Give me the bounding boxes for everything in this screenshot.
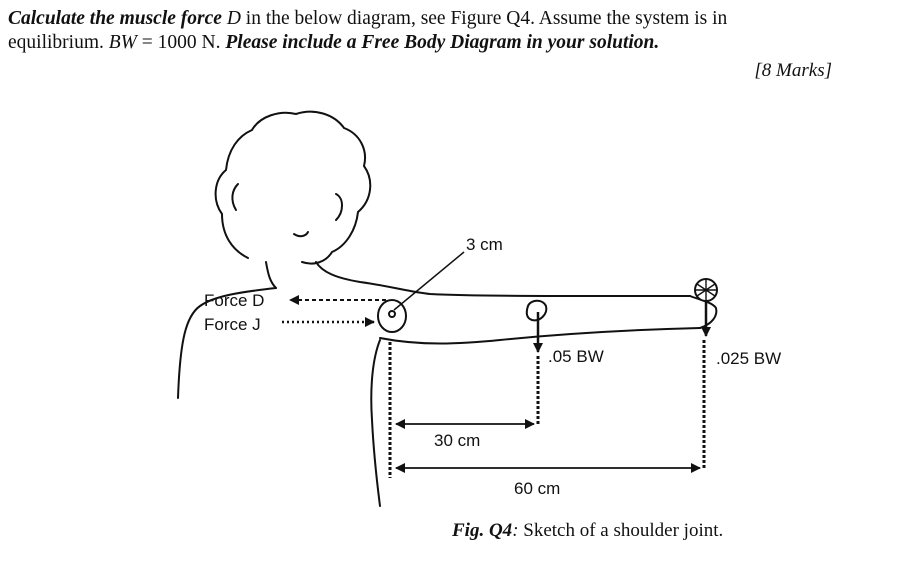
question-line-2: equilibrium. BW = 1000 N. Please include…: [8, 32, 659, 54]
leader-3cm: [393, 251, 465, 311]
label-60cm: 60 cm: [514, 479, 560, 498]
label-force-d: Force D: [204, 291, 264, 310]
question-bold-intro: Calculate the muscle force: [8, 8, 222, 29]
head-outline: [214, 110, 372, 265]
shoulder-joint: [377, 299, 407, 333]
caption-fig-label: Fig. Q4: [452, 520, 513, 541]
torso-side: [370, 339, 381, 507]
label-30cm: 30 cm: [434, 431, 480, 450]
label-3cm: 3 cm: [466, 235, 503, 254]
marks-label: [8 Marks]: [754, 60, 832, 81]
question-line-2-start: equilibrium.: [8, 32, 104, 53]
shoulder-top: [315, 261, 691, 298]
hair-detail: [293, 231, 309, 238]
hair-curl: [231, 183, 239, 211]
shoulder-back: [177, 287, 277, 399]
bw-value: = 1000 N.: [136, 32, 221, 53]
ball-pattern: [695, 279, 717, 301]
variable-d: D: [226, 8, 241, 29]
neck-line: [265, 261, 277, 289]
elbow-joint: [525, 299, 548, 322]
question-line-1: Calculate the muscle force D in the belo…: [8, 8, 727, 30]
ear-outline: [335, 193, 343, 221]
label-ball-weight: .025 BW: [716, 349, 781, 368]
label-force-j: Force J: [204, 315, 261, 334]
arm-lower-edge: [379, 327, 701, 345]
caption-text: Sketch of a shoulder joint.: [518, 520, 724, 541]
question-line-1-rest: in the below diagram, see Figure Q4. Ass…: [245, 8, 728, 29]
question-fbd-instruction: Please include a Free Body Diagram in yo…: [225, 32, 660, 53]
figure-caption: Fig. Q4: Sketch of a shoulder joint.: [452, 520, 723, 542]
label-arm-weight: .05 BW: [548, 347, 604, 366]
variable-bw: BW: [108, 32, 137, 53]
joint-center-dot: [388, 310, 396, 318]
caption-colon: :: [512, 520, 519, 541]
